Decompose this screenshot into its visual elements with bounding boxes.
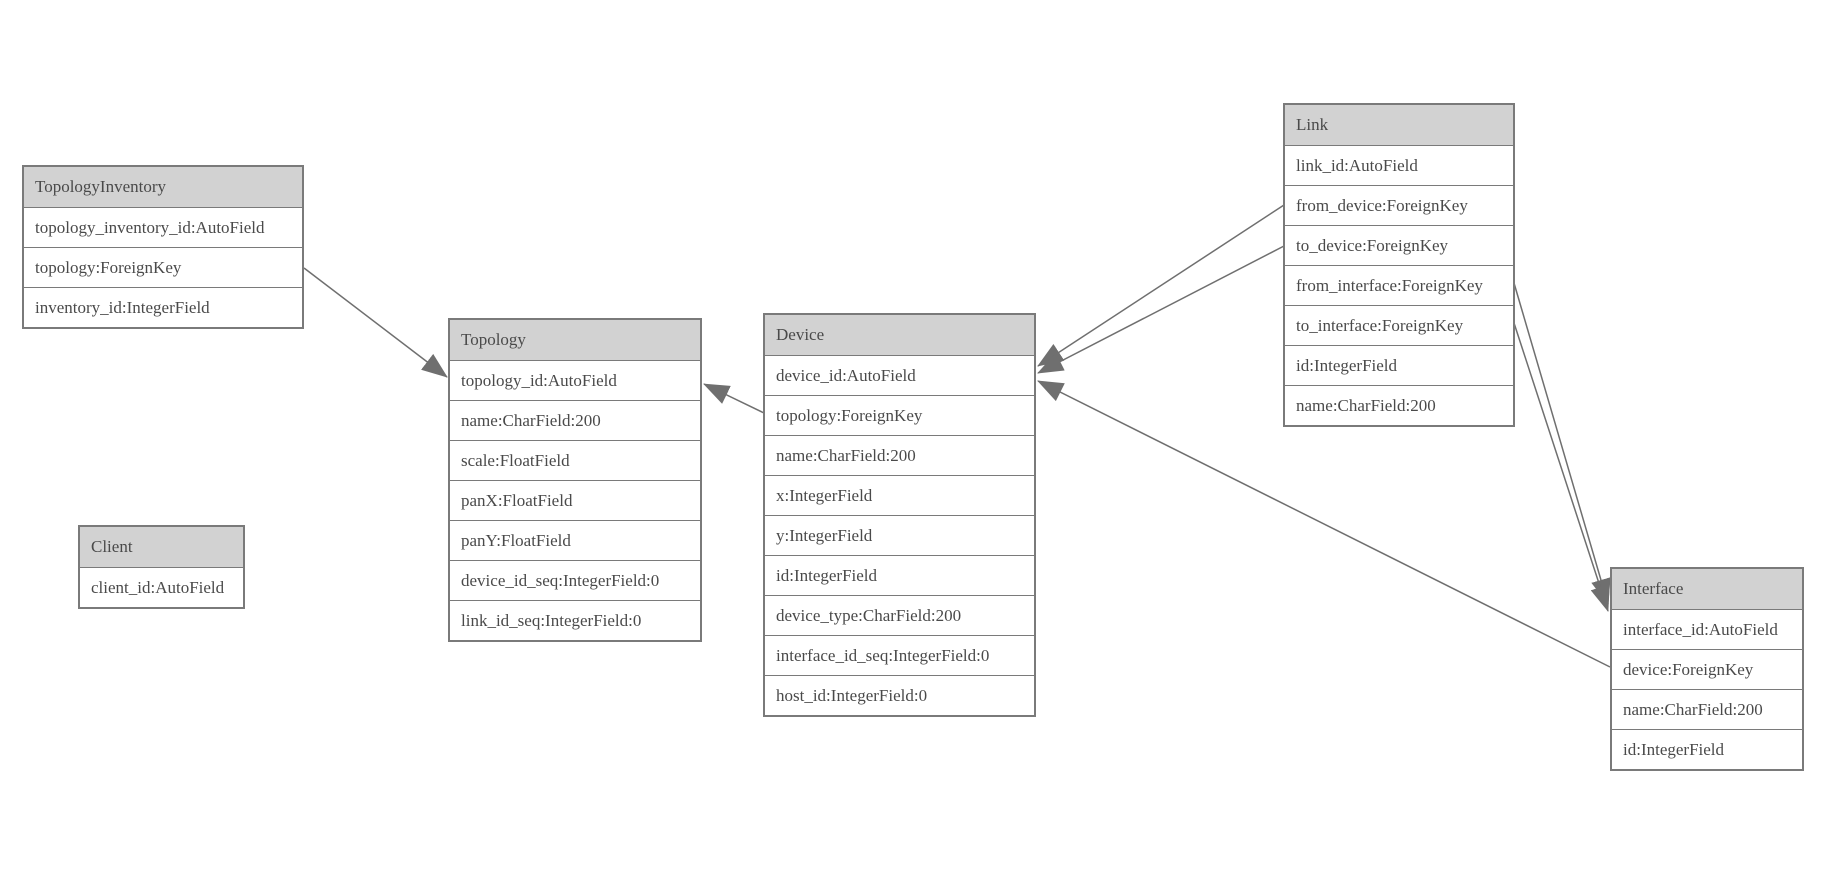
entity-field-row: client_id:AutoField: [80, 567, 243, 607]
entity-field-row: y:IntegerField: [765, 515, 1034, 555]
entity-field-row: inventory_id:IntegerField: [24, 287, 302, 327]
entity-field-row: id:IntegerField: [1612, 729, 1802, 769]
edge-interface-device-to-device: [1037, 380, 1611, 668]
entity-field-row: host_id:IntegerField:0: [765, 675, 1034, 715]
entity-field-row: link_id:AutoField: [1285, 145, 1513, 185]
edge-link-from_interface-to-interface: [1513, 282, 1611, 605]
entity-field-row: interface_id_seq:IntegerField:0: [765, 635, 1034, 675]
edge-link-to_device-to-device: [1037, 245, 1285, 374]
edge-link-to_interface-to-interface: [1513, 322, 1610, 612]
entity-field-row: device_id:AutoField: [765, 355, 1034, 395]
entity-field-row: name:CharField:200: [1612, 689, 1802, 729]
entity-field-row: from_interface:ForeignKey: [1285, 265, 1513, 305]
entity-field-row: x:IntegerField: [765, 475, 1034, 515]
entity-title: Link: [1285, 105, 1513, 145]
edge-device-topology-to-topology: [703, 383, 765, 414]
entity-title: Topology: [450, 320, 700, 360]
entity-field-row: device:ForeignKey: [1612, 649, 1802, 689]
entity-field-row: to_interface:ForeignKey: [1285, 305, 1513, 345]
entity-title: Client: [80, 527, 243, 567]
entity-title: Device: [765, 315, 1034, 355]
entity-field-row: topology:ForeignKey: [24, 247, 302, 287]
entity-field-row: topology:ForeignKey: [765, 395, 1034, 435]
entity-title: TopologyInventory: [24, 167, 302, 207]
edge-topologyinventory-topology-to-topology: [303, 267, 448, 378]
entity-field-row: device_type:CharField:200: [765, 595, 1034, 635]
entity-field-row: link_id_seq:IntegerField:0: [450, 600, 700, 640]
entity-field-row: id:IntegerField: [1285, 345, 1513, 385]
entity-field-row: panX:FloatField: [450, 480, 700, 520]
entity-field-row: name:CharField:200: [450, 400, 700, 440]
entity-field-row: id:IntegerField: [765, 555, 1034, 595]
entity-field-row: panY:FloatField: [450, 520, 700, 560]
edge-link-from_device-to-device: [1037, 204, 1285, 367]
entity-field-row: to_device:ForeignKey: [1285, 225, 1513, 265]
entity-field-row: topology_id:AutoField: [450, 360, 700, 400]
entity-field-row: scale:FloatField: [450, 440, 700, 480]
entity-field-row: from_device:ForeignKey: [1285, 185, 1513, 225]
entity-field-row: name:CharField:200: [1285, 385, 1513, 425]
entity-field-row: name:CharField:200: [765, 435, 1034, 475]
entity-title: Interface: [1612, 569, 1802, 609]
entity-field-row: interface_id:AutoField: [1612, 609, 1802, 649]
entity-field-row: topology_inventory_id:AutoField: [24, 207, 302, 247]
entity-field-row: device_id_seq:IntegerField:0: [450, 560, 700, 600]
